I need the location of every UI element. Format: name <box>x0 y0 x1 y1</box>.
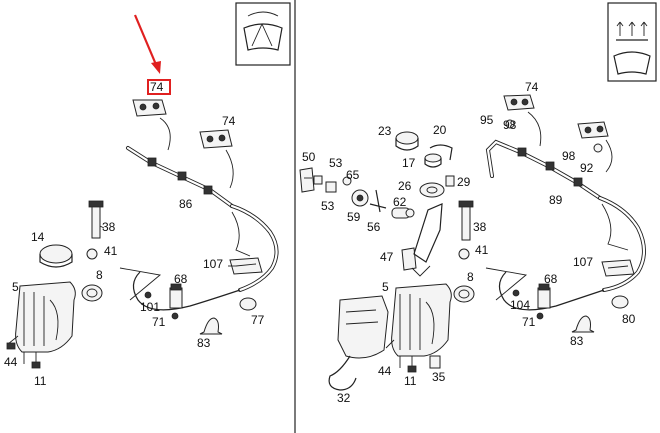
callout-35: 35 <box>432 370 446 384</box>
washer-pump-part <box>169 283 183 309</box>
filter-part <box>424 153 442 168</box>
connector-part <box>229 257 263 275</box>
callout-29: 29 <box>457 175 471 189</box>
callout-8: 8 <box>96 268 103 282</box>
callout-5: 5 <box>12 280 19 294</box>
clip-part <box>429 144 453 161</box>
callout-80: 80 <box>622 312 636 326</box>
cap-part <box>395 131 419 151</box>
callout-107: 107 <box>573 255 593 269</box>
callout-74-highlighted: 74 <box>150 80 164 94</box>
callout-68: 68 <box>544 272 558 286</box>
seal-part <box>419 182 445 198</box>
level-sensor-part <box>458 200 474 241</box>
washer-nozzle-part <box>503 94 535 111</box>
callout-5: 5 <box>382 280 389 294</box>
callout-47: 47 <box>380 250 394 264</box>
callout-101: 101 <box>140 300 160 314</box>
switch-part <box>299 167 315 193</box>
callout-74: 74 <box>222 114 236 128</box>
callout-71: 71 <box>522 315 536 329</box>
wiper-arm-hose-part <box>126 146 279 292</box>
callout-44: 44 <box>378 364 392 378</box>
callout-98: 98 <box>503 118 517 132</box>
clip-part <box>313 175 323 185</box>
nozzle-part <box>391 207 415 219</box>
callout-38: 38 <box>102 220 116 234</box>
bracket-part <box>369 189 387 213</box>
callout-53: 53 <box>329 156 343 170</box>
callout-95: 95 <box>480 113 494 127</box>
gear-part <box>351 189 369 207</box>
highlight-pointer <box>133 14 171 95</box>
callout-74: 74 <box>525 80 539 94</box>
callout-14: 14 <box>31 230 45 244</box>
washer-nozzle-part <box>132 99 167 117</box>
callout-77: 77 <box>251 313 265 327</box>
callout-20: 20 <box>433 123 447 137</box>
right-panel: 74 95 98 98 92 89 23 20 17 29 26 50 53 6… <box>299 2 657 405</box>
callout-44: 44 <box>4 355 18 369</box>
washer-nozzle-part <box>199 129 233 149</box>
wiper-arm-hose-part <box>485 139 646 292</box>
reservoir-cap-part <box>39 244 73 268</box>
callout-32: 32 <box>337 391 351 405</box>
callout-62: 62 <box>393 195 407 209</box>
clip-part <box>239 297 257 311</box>
clamp-part <box>571 315 595 333</box>
callout-41: 41 <box>104 244 118 258</box>
callout-38: 38 <box>473 220 487 234</box>
callout-104: 104 <box>510 298 530 312</box>
clip-part <box>445 175 455 187</box>
grommet-part <box>453 285 475 303</box>
grommet-part <box>342 176 352 186</box>
clip-part <box>512 289 520 297</box>
grommet-part <box>86 248 98 260</box>
callout-56: 56 <box>367 220 381 234</box>
callout-53: 53 <box>321 199 335 213</box>
left-panel: 74 74 86 38 14 41 8 107 5 68 101 71 77 8… <box>4 2 291 388</box>
callout-86: 86 <box>179 197 193 211</box>
connector-part <box>601 259 635 277</box>
callout-83: 83 <box>197 336 211 350</box>
filter-part <box>429 355 441 369</box>
grommet-part <box>81 284 103 302</box>
callout-83: 83 <box>570 334 584 348</box>
callout-71: 71 <box>152 315 166 329</box>
callout-89: 89 <box>549 193 563 207</box>
callout-17: 17 <box>402 156 416 170</box>
heater-element-part <box>505 119 515 129</box>
heated-windshield-washer-icon <box>607 2 657 82</box>
callout-26: 26 <box>398 179 412 193</box>
callout-8: 8 <box>467 270 474 284</box>
clip-part <box>144 291 152 299</box>
callout-41: 41 <box>475 243 489 257</box>
callout-92: 92 <box>580 161 594 175</box>
clip-part <box>171 312 179 320</box>
washer-reservoir-part <box>385 283 452 373</box>
expansion-tank-part <box>328 295 389 391</box>
callout-23: 23 <box>378 124 392 138</box>
windshield-wiper-icon <box>235 2 291 66</box>
callout-11: 11 <box>404 374 417 388</box>
callout-11: 11 <box>34 374 47 388</box>
callout-98: 98 <box>562 149 576 163</box>
washer-nozzle-part <box>577 121 609 139</box>
grommet-part <box>458 248 470 260</box>
heater-element-part <box>593 143 603 153</box>
washer-reservoir-part <box>6 281 76 369</box>
callout-50: 50 <box>302 150 316 164</box>
callout-68: 68 <box>174 272 188 286</box>
washer-pump-part <box>537 283 551 309</box>
clip-part <box>611 295 629 309</box>
valve-part <box>401 203 443 277</box>
callout-107: 107 <box>203 257 223 271</box>
clamp-part <box>199 317 223 335</box>
level-sensor-part <box>88 200 104 239</box>
clip-part <box>536 312 544 320</box>
clip-part <box>325 181 337 193</box>
callout-65: 65 <box>346 168 360 182</box>
callout-59: 59 <box>347 210 361 224</box>
